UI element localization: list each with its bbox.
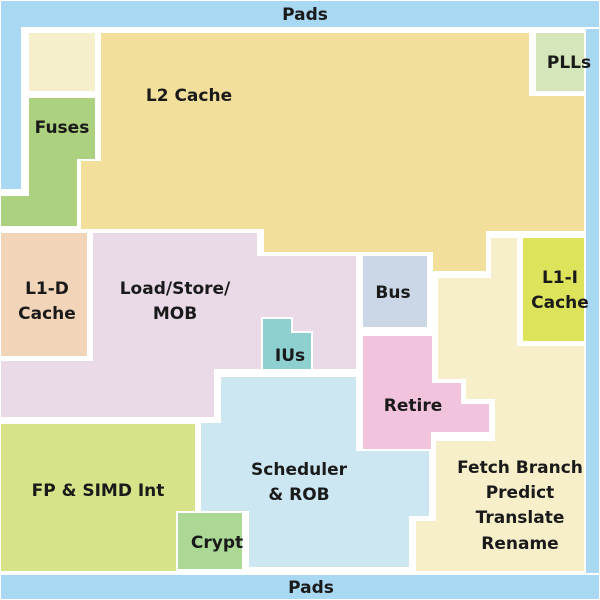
load-store-label-line1: Load/Store/ bbox=[120, 279, 231, 299]
l2-cache-label: L2 Cache bbox=[146, 86, 232, 106]
fp-simd-label: FP & SIMD Int bbox=[32, 481, 165, 501]
fetch-label-line1: Fetch Branch bbox=[457, 458, 583, 478]
load-store-mob-block bbox=[0, 231, 358, 419]
fetch-branch-block bbox=[414, 236, 586, 573]
scheduler-label-line2: & ROB bbox=[268, 485, 329, 505]
fetch-label-line3: Translate bbox=[476, 508, 565, 528]
pads-top-block bbox=[0, 0, 600, 191]
l1d-label-line2: Cache bbox=[18, 304, 76, 324]
top-left-block bbox=[27, 31, 97, 93]
pads-bottom-label: Pads bbox=[288, 578, 334, 598]
plls-block bbox=[534, 31, 586, 93]
l1i-label-line2: Cache bbox=[531, 293, 589, 313]
l1i-cache-block bbox=[521, 236, 586, 343]
fuses-label: Fuses bbox=[35, 118, 90, 138]
crypt-label: Crypt bbox=[191, 533, 243, 553]
scheduler-label-line1: Scheduler bbox=[251, 460, 348, 480]
l1d-cache-block bbox=[0, 231, 89, 358]
load-store-label-line2: MOB bbox=[153, 304, 197, 324]
l1i-label-line1: L1-I bbox=[542, 268, 578, 288]
bus-label: Bus bbox=[375, 283, 410, 303]
fuses-block bbox=[0, 96, 97, 228]
plls-label: PLLs bbox=[547, 53, 591, 73]
ius-block bbox=[261, 317, 313, 371]
pads-bottom-block bbox=[0, 573, 600, 600]
scheduler-rob-block bbox=[199, 375, 431, 569]
retire-label: Retire bbox=[384, 396, 443, 416]
ius-label: IUs bbox=[275, 346, 305, 366]
crypt-block bbox=[176, 511, 244, 571]
pads-top-label: Pads bbox=[282, 5, 328, 25]
fp-simd-int-block bbox=[0, 422, 197, 573]
l1d-label-line1: L1-D bbox=[25, 279, 69, 299]
l2-cache-block bbox=[79, 31, 586, 273]
fetch-label-line2: Predict bbox=[486, 483, 555, 503]
bus-block bbox=[361, 254, 429, 329]
fetch-label-line4: Rename bbox=[481, 534, 558, 554]
